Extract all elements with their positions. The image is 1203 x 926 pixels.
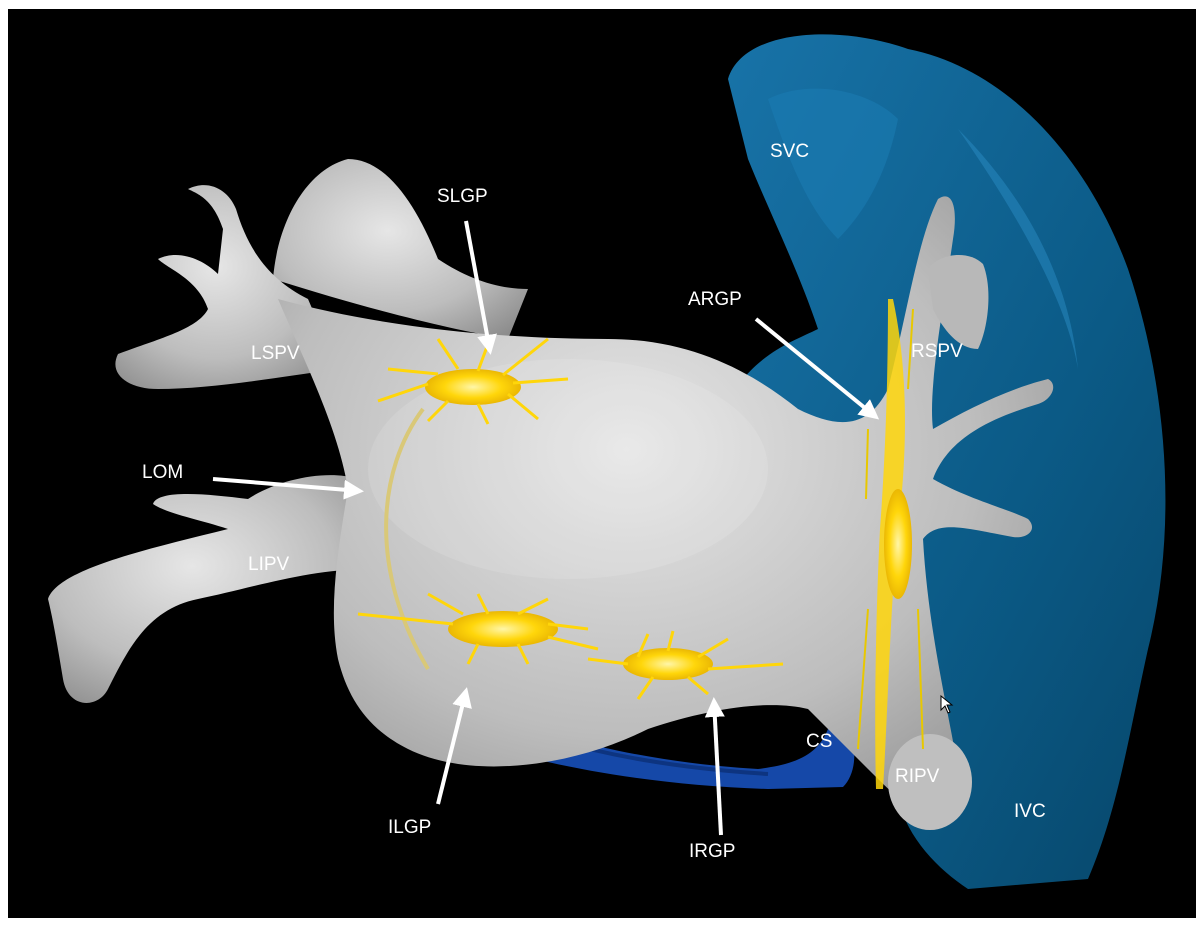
svc-label: SVC — [770, 141, 809, 163]
heart-illustration — [8, 9, 1196, 918]
lom-label: LOM — [142, 462, 183, 484]
cs-label: CS — [806, 731, 832, 753]
slgp-label: SLGP — [437, 186, 488, 208]
anatomy-figure: SVC SLGP ARGP LSPV RSPV LOM LIPV CS RIPV… — [8, 9, 1196, 918]
rspv-label: RSPV — [911, 341, 963, 363]
ilgp-label: ILGP — [388, 817, 431, 839]
irgp-label: IRGP — [689, 841, 735, 863]
ripv-label: RIPV — [895, 766, 939, 788]
lspv-label: LSPV — [251, 343, 300, 365]
lipv-label: LIPV — [248, 554, 289, 576]
ivc-label: IVC — [1014, 801, 1046, 823]
argp-label: ARGP — [688, 289, 742, 311]
mouse-cursor-icon — [940, 695, 956, 715]
